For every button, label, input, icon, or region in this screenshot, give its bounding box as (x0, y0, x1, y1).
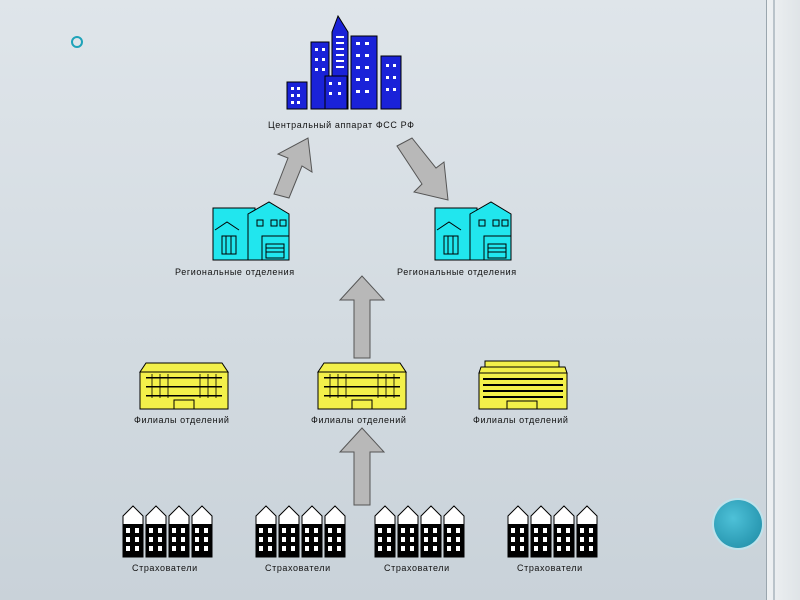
arrow-up-icon-1 (338, 275, 386, 359)
branch-building-icon-3 (478, 360, 568, 410)
label-branch-3: Филиалы отделений (473, 415, 569, 425)
branch-building-icon-2 (317, 362, 407, 410)
regional-house-icon-right (434, 201, 512, 261)
label-insurer-4: Страхователи (517, 563, 583, 573)
label-central-office: Центральный аппарат ФСС РФ (268, 120, 415, 130)
arrow-up-icon-2 (338, 427, 386, 506)
label-regional-left: Региональные отделения (175, 267, 295, 277)
label-insurer-1: Страхователи (132, 563, 198, 573)
arrow-down-right-icon (396, 137, 449, 201)
insurer-houses-icon-4 (507, 505, 598, 558)
label-insurer-3: Страхователи (384, 563, 450, 573)
regional-house-icon-left (212, 201, 290, 261)
flow-arrows (273, 137, 449, 506)
label-branch-2: Филиалы отделений (311, 415, 407, 425)
insurer-houses-icon-3 (374, 505, 465, 558)
arrow-up-right-icon (273, 137, 313, 199)
insurer-houses-icon-1 (122, 505, 213, 558)
decorative-circle-icon (714, 500, 762, 548)
label-branch-1: Филиалы отделений (134, 415, 230, 425)
skyscraper-cluster-icon (286, 14, 402, 110)
insurer-houses-icon-2 (255, 505, 346, 558)
slide-side-panel (767, 0, 800, 600)
bullet-icon (71, 36, 83, 48)
label-regional-right: Региональные отделения (397, 267, 517, 277)
branch-building-icon-1 (139, 362, 229, 410)
label-insurer-2: Страхователи (265, 563, 331, 573)
